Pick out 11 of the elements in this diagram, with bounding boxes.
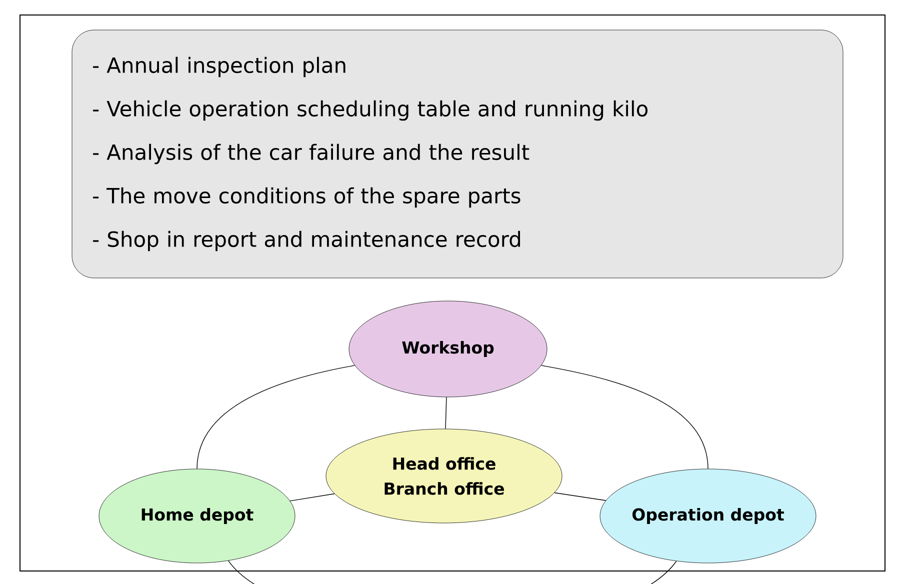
ellipse-node: Head office Branch office [326, 428, 562, 524]
connector-line [290, 493, 335, 502]
ellipse-node: Home depot [98, 468, 296, 564]
ellipse-node: Operation depot [600, 468, 816, 564]
info-box: - Annual inspection plan - Vehicle operation scheduling table and running kilo - Analysis of the car failure and the result - The move conditions of the spare parts - Shop in report and maintenance record [72, 30, 844, 278]
connector-line [445, 396, 447, 430]
connector-line [540, 365, 708, 470]
ellipse-node: Workshop [348, 300, 548, 398]
connector-line [228, 560, 677, 584]
connector-line [196, 365, 356, 470]
connector-line [554, 492, 606, 501]
